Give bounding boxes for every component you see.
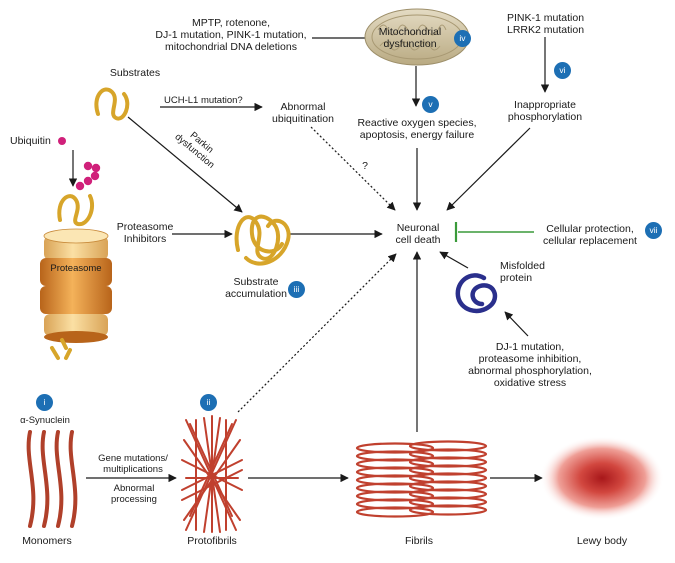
label-gene-mutations: Gene mutations/ multiplications <box>98 453 168 475</box>
label-mptp: MPTP, rotenone, DJ-1 mutation, PINK-1 mu… <box>155 17 307 53</box>
proteasome-picture <box>40 161 112 360</box>
label-ros: Reactive oxygen species, apoptosis, ener… <box>357 117 477 141</box>
misfolded-protein-picture <box>455 273 498 314</box>
arrow-substrates-to-accum <box>127 116 243 213</box>
arrow-ubiq-to-death <box>310 126 396 211</box>
arrow-protofibrils-to-death <box>237 253 397 413</box>
label-substrate-accumulation: Substrate accumulation <box>225 276 287 300</box>
label-protofibrils: Protofibrils <box>187 535 237 547</box>
arrow-misfolded-to-death <box>439 251 469 269</box>
label-question: ? <box>362 160 368 172</box>
lewy-body-picture <box>540 436 664 520</box>
label-abnormal-processing: Abnormal processing <box>111 483 157 505</box>
badge-v: v <box>422 96 439 113</box>
label-lewy-body: Lewy body <box>576 535 628 547</box>
label-pink-lrrk: PINK-1 mutation LRRK2 mutation <box>507 12 585 36</box>
label-misfolded-protein: Misfolded protein <box>500 260 545 284</box>
arrows <box>68 33 550 483</box>
label-monomers: Monomers <box>22 535 72 547</box>
label-substrates: Substrates <box>109 67 161 79</box>
label-alpha-synuclein: α-Synuclein <box>20 415 70 426</box>
label-fibrils: Fibrils <box>405 535 433 547</box>
label-mitochondrial-dysfunction: Mitochondrial dysfunction <box>378 26 442 50</box>
label-neuronal-cell-death: Neuronal cell death <box>395 222 441 246</box>
arrow-dj1-to-misfolded <box>504 311 529 337</box>
arrow-phos-to-death <box>446 127 531 211</box>
badge-iii: iii <box>288 281 305 298</box>
label-abnormal-ubiquitination: Abnormal ubiquitination <box>272 101 334 125</box>
mitochondrion-picture <box>364 8 470 66</box>
protofibrils-picture <box>181 415 243 533</box>
fibrils-picture <box>355 440 488 518</box>
badge-iv: iv <box>454 30 471 47</box>
substrate-accumulation-picture <box>234 214 291 266</box>
substrates-picture <box>94 87 130 121</box>
label-proteasome: Proteasome <box>50 263 102 274</box>
badge-vi: vi <box>554 62 571 79</box>
label-inappropriate-phosphorylation: Inappropriate phosphorylation <box>507 99 583 123</box>
badge-ii: ii <box>200 394 217 411</box>
monomers-picture <box>26 430 78 528</box>
label-dj1: DJ-1 mutation, proteasome inhibition, ab… <box>468 341 592 389</box>
badge-i: i <box>36 394 53 411</box>
label-cellular-protection: Cellular protection, cellular replacemen… <box>543 223 637 247</box>
label-uchl1: UCH-L1 mutation? <box>164 95 243 106</box>
ubiquitin-dot <box>58 137 66 145</box>
badge-vii: vii <box>645 222 662 239</box>
label-ubiquitin: Ubiquitin <box>10 135 51 147</box>
label-proteasome-inhibitors: Proteasome Inhibitors <box>116 221 174 245</box>
